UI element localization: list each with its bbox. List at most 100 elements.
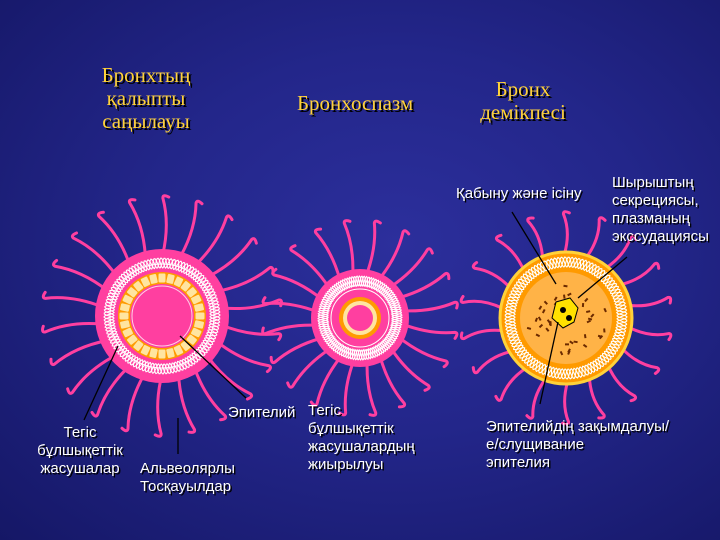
epithelial-cell	[133, 340, 144, 351]
inflammatory-cell	[590, 313, 595, 318]
contracted-muscle-strand	[365, 219, 382, 276]
epithelial-cell	[195, 312, 205, 320]
title-bronchospasm: Бронхоспазм	[297, 91, 414, 115]
asthma-muscle-strand	[494, 233, 526, 272]
smooth-muscle-strand	[206, 237, 258, 279]
epithelial-cell	[186, 334, 197, 345]
spasm-mesh	[317, 275, 403, 361]
asthma-muscle-strand	[526, 216, 545, 260]
label-inflammation: Қабыну және ісіну	[456, 185, 582, 202]
contracted-muscle-strand	[401, 300, 459, 313]
smooth-muscle-strand	[192, 365, 228, 422]
asthma-bronchus	[459, 210, 673, 426]
inflammatory-cell	[535, 333, 541, 338]
inflammatory-cell	[581, 302, 585, 308]
asthma-muscle-strand	[619, 261, 661, 287]
smooth-muscle-strand	[66, 353, 118, 395]
spasm-mesh	[317, 275, 403, 361]
smooth-muscle-strand	[176, 372, 197, 434]
inflammatory-cell	[546, 319, 551, 324]
smooth-muscle-strand	[120, 371, 147, 433]
asthma-muscle-strand	[561, 210, 571, 256]
contracted-muscle-strand	[389, 347, 431, 392]
inflammatory-cell	[587, 317, 593, 321]
label-alveolar-line2: Тосқауылдар	[140, 478, 232, 495]
inflammatory-cell	[567, 292, 572, 297]
inflammatory-cell	[538, 323, 544, 329]
epithelial-cell	[140, 345, 151, 356]
label-alveolar-barriers: Альвеолярлы Тосқауылдар	[140, 460, 235, 496]
smooth-muscle-strand	[215, 265, 275, 293]
contracted-muscle-strand	[365, 359, 378, 417]
asthma-muscle-strand	[561, 380, 571, 426]
smooth-muscle-strand	[219, 323, 283, 342]
asthma-muscle-strand	[627, 326, 673, 342]
inflammatory-cell	[582, 343, 588, 348]
inflammatory-cell	[569, 340, 574, 345]
smooth-muscle-strand	[52, 258, 110, 293]
smooth-muscle-strand	[41, 321, 105, 334]
asthma-muscle-strand	[584, 216, 607, 259]
smooth-muscle-strand	[90, 364, 131, 418]
contracted-muscle-strand	[397, 336, 449, 369]
title-asthma-line1: Бронх	[495, 77, 551, 101]
contracted-muscle-strand	[397, 271, 451, 300]
spasm-lumen	[347, 305, 373, 331]
inflammatory-cell	[543, 300, 548, 305]
label-secretion-line2: секрециясы,	[612, 192, 699, 209]
smooth-muscle-strand	[96, 210, 132, 267]
label-smooth-muscle-line2: бұлшықеттік	[37, 442, 123, 459]
inflammatory-cell	[583, 334, 587, 339]
epithelial-cell	[119, 312, 129, 320]
inflammatory-cell	[573, 340, 578, 344]
smooth-muscle-strand	[127, 198, 148, 260]
contracted-muscle-strand	[378, 229, 411, 281]
epithelial-cell	[173, 345, 184, 356]
label-smooth-muscle-line3: жасушалар	[40, 460, 120, 477]
asthma-muscle-strand	[606, 364, 638, 403]
epithelial-cell	[158, 349, 166, 359]
epithelial-cell	[191, 327, 202, 338]
smooth-muscle-strand	[160, 194, 171, 258]
asthma-mesh	[504, 256, 628, 380]
contracted-muscle-strand	[309, 355, 342, 407]
title-normal-line1: Бронхтың	[101, 63, 191, 87]
inflammatory-cell	[584, 297, 589, 303]
inflammatory-cell	[537, 316, 542, 321]
contracted-muscle-strand	[271, 267, 323, 300]
contracted-muscle-strand	[389, 247, 434, 289]
label-contraction-line3: жасушалардың	[308, 438, 415, 455]
smooth-muscle-strand	[214, 339, 272, 374]
epithelial-cell	[149, 348, 158, 358]
asthma-muscle-strand	[627, 295, 673, 308]
label-damage-line3: эпителия	[486, 454, 550, 471]
contracted-muscle-strand	[261, 323, 319, 336]
inflammatory-cell	[564, 343, 570, 346]
normal-bronchus	[41, 194, 283, 438]
epithelial-cell	[140, 276, 151, 287]
epithelial-cell	[120, 303, 130, 312]
contracted-muscle-strand	[286, 347, 331, 389]
inflammatory-cell	[603, 307, 607, 313]
inflammatory-cell	[538, 305, 543, 310]
smooth-muscle-strand	[70, 231, 119, 278]
asthma-muscle-strand	[459, 328, 505, 341]
epithelial-cell	[158, 273, 166, 283]
epithelial-cell	[173, 276, 184, 287]
label-smooth-muscle-contraction: Тегіс бұлшықеттік жасушалардың жиырылуы	[308, 402, 415, 474]
title-asthma: Бронх демікпесі	[468, 78, 578, 124]
contracted-muscle-strand	[378, 355, 407, 409]
inflammatory-cell	[586, 319, 592, 324]
inflammatory-cell	[586, 310, 591, 313]
label-secretion-line4: экссудациясы	[612, 228, 709, 245]
asthma-muscle-strand	[587, 376, 606, 420]
epithelial-cell	[149, 274, 158, 284]
label-smooth-muscle-cells: Тегіс бұлшықеттік жасушалар	[28, 424, 132, 478]
contracted-muscle-strand	[313, 227, 342, 281]
epithelial-cell	[122, 294, 133, 305]
smooth-muscle-strand	[205, 354, 254, 401]
pointer-lines	[83, 211, 628, 454]
inflammatory-cell	[563, 284, 568, 288]
inflammatory-cell	[526, 326, 532, 330]
